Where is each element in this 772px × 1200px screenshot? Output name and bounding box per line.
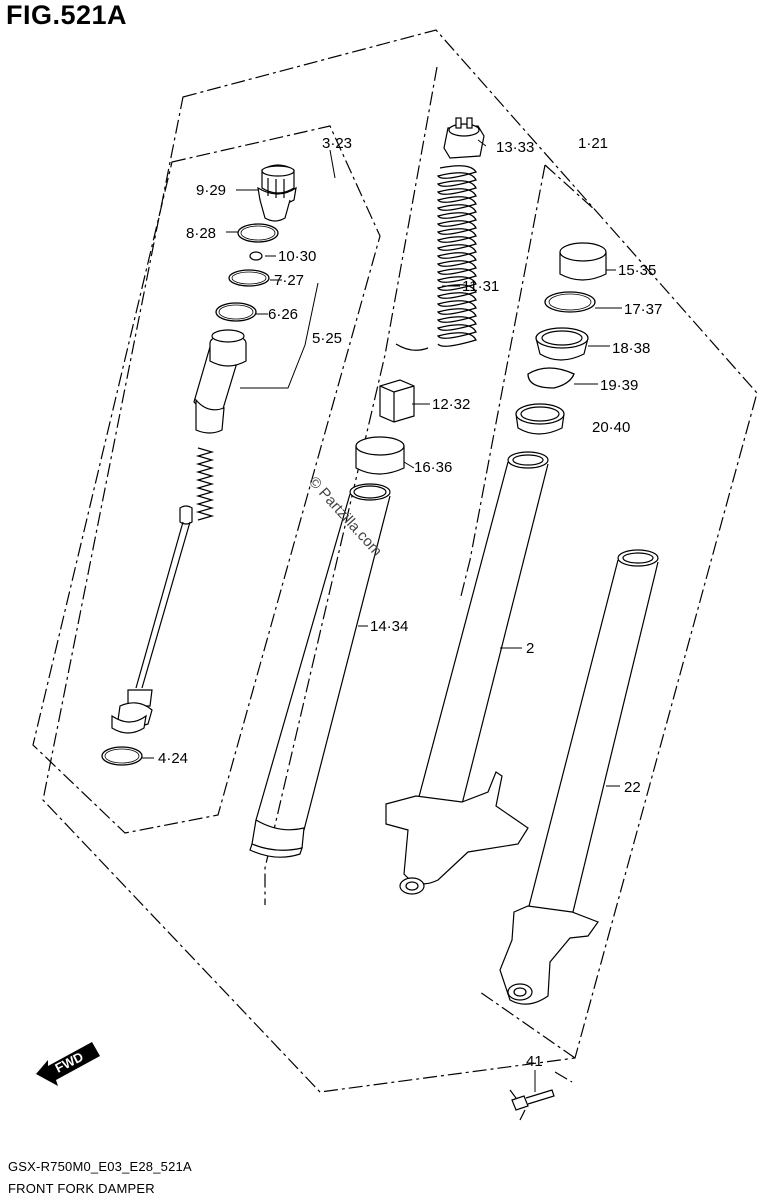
bracket-5-25 [240, 282, 319, 389]
washer-10 [249, 251, 263, 261]
callout-14-34: 14·34 [370, 618, 408, 635]
cartridge-tube-5 [193, 329, 247, 434]
callout-3-23: 3·23 [322, 135, 352, 152]
outline-right-fork-lower [459, 164, 546, 601]
clip-19 [527, 367, 575, 389]
callout-11-31: 11·31 [462, 278, 499, 295]
fork-spring-11 [395, 165, 477, 351]
group-outlines [32, 29, 758, 1121]
leader-lines [142, 139, 622, 1092]
damper-spring [195, 447, 215, 521]
bushing-15 [559, 242, 607, 281]
callout-labels: 3·23 9·29 8·28 10·30 7·27 6·26 5·25 4·24… [158, 135, 662, 1070]
callout-12-32: 12·32 [432, 396, 470, 413]
ring-6 [215, 302, 257, 322]
callout-8-28: 8·28 [186, 225, 216, 242]
oil-seal-18 [535, 327, 589, 361]
callout-1-21: 1·21 [578, 135, 608, 152]
figure-title: FIG.521A [6, 0, 128, 30]
bolt-41 [511, 1089, 555, 1111]
callout-7-27: 7·27 [274, 272, 304, 289]
washer-17 [544, 291, 596, 313]
outline-item-41 [509, 1089, 526, 1121]
o-ring-7 [228, 269, 270, 287]
outline-item-22 [479, 991, 576, 1059]
fwd-arrow-icon: FWD [36, 1042, 100, 1086]
callout-10-30: 10·30 [278, 248, 316, 265]
outline-left-fork [264, 66, 438, 905]
callout-5-25: 5·25 [312, 330, 342, 347]
bushing-16 [355, 436, 405, 475]
callout-13-33: 13·33 [496, 139, 534, 156]
outline-assembly-3-23 [32, 125, 381, 834]
inner-tube-14 [249, 483, 391, 858]
callout-16-36: 16·36 [414, 459, 452, 476]
callout-9-29: 9·29 [196, 182, 226, 199]
callout-22: 22 [624, 779, 641, 796]
callout-4-24: 4·24 [158, 750, 188, 767]
damper-rod [111, 505, 193, 734]
callout-2: 2 [526, 640, 534, 657]
callout-17-37: 17·37 [624, 301, 662, 318]
spacer-12 [379, 379, 415, 423]
callout-18-38: 18·38 [612, 340, 650, 357]
outer-tube-2 [385, 451, 549, 895]
callout-6-26: 6·26 [268, 306, 298, 323]
figure-code: GSX-R750M0_E03_E28_521A [8, 1159, 192, 1174]
callout-15-35: 15·35 [618, 262, 656, 279]
callout-20-40: 20·40 [592, 419, 630, 436]
ring-4 [101, 746, 143, 766]
adjuster-13 [443, 117, 485, 159]
outline-item-41-b [554, 1071, 573, 1083]
callout-41: 41 [526, 1053, 543, 1070]
dust-seal-20 [515, 403, 565, 435]
o-ring-8 [237, 223, 279, 243]
outer-tube-22 [499, 549, 659, 1005]
cap-bolt-9 [257, 164, 297, 222]
figure-name: FRONT FORK DAMPER [8, 1181, 155, 1196]
outline-right-fork [544, 164, 596, 211]
callout-19-39: 19·39 [600, 377, 638, 394]
